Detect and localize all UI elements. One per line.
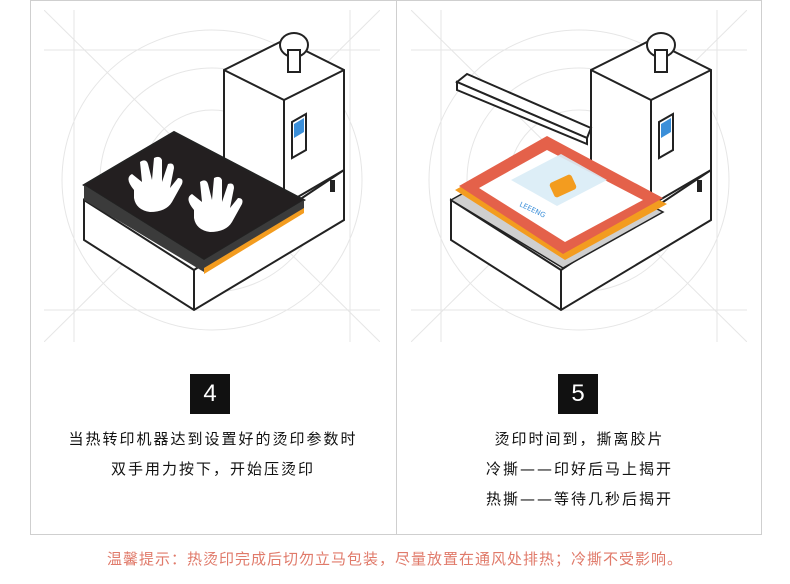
step-4-line-1: 当热转印机器达到设置好的烫印参数时	[68, 430, 358, 448]
step-4-panel: 4 当热转印机器达到设置好的烫印参数时 双手用力按下，开始压烫印	[30, 0, 396, 535]
step-number-badge: 5	[558, 374, 598, 414]
step-5-line-1: 烫印时间到，撕离胶片	[494, 430, 665, 448]
heat-press-open-illustration: LEEENG	[411, 10, 747, 342]
step-5-line-2: 冷撕——印好后马上揭开	[485, 460, 673, 478]
step-number-badge: 4	[190, 374, 230, 414]
heat-press-closed-illustration	[44, 10, 380, 342]
step-4-line-2: 双手用力按下，开始压烫印	[110, 460, 315, 478]
step-5-panel: LEEENG 5 烫印时间到，撕离胶片 冷撕——印好后马上揭开 热撕——等待几秒…	[397, 0, 762, 535]
panel-divider	[396, 0, 397, 535]
warm-tip-text: 温馨提示：热烫印完成后切勿立马包装，尽量放置在通风处排热；冷撕不受影响。	[106, 550, 683, 568]
step-5-line-3: 热撕——等待几秒后揭开	[485, 490, 673, 508]
